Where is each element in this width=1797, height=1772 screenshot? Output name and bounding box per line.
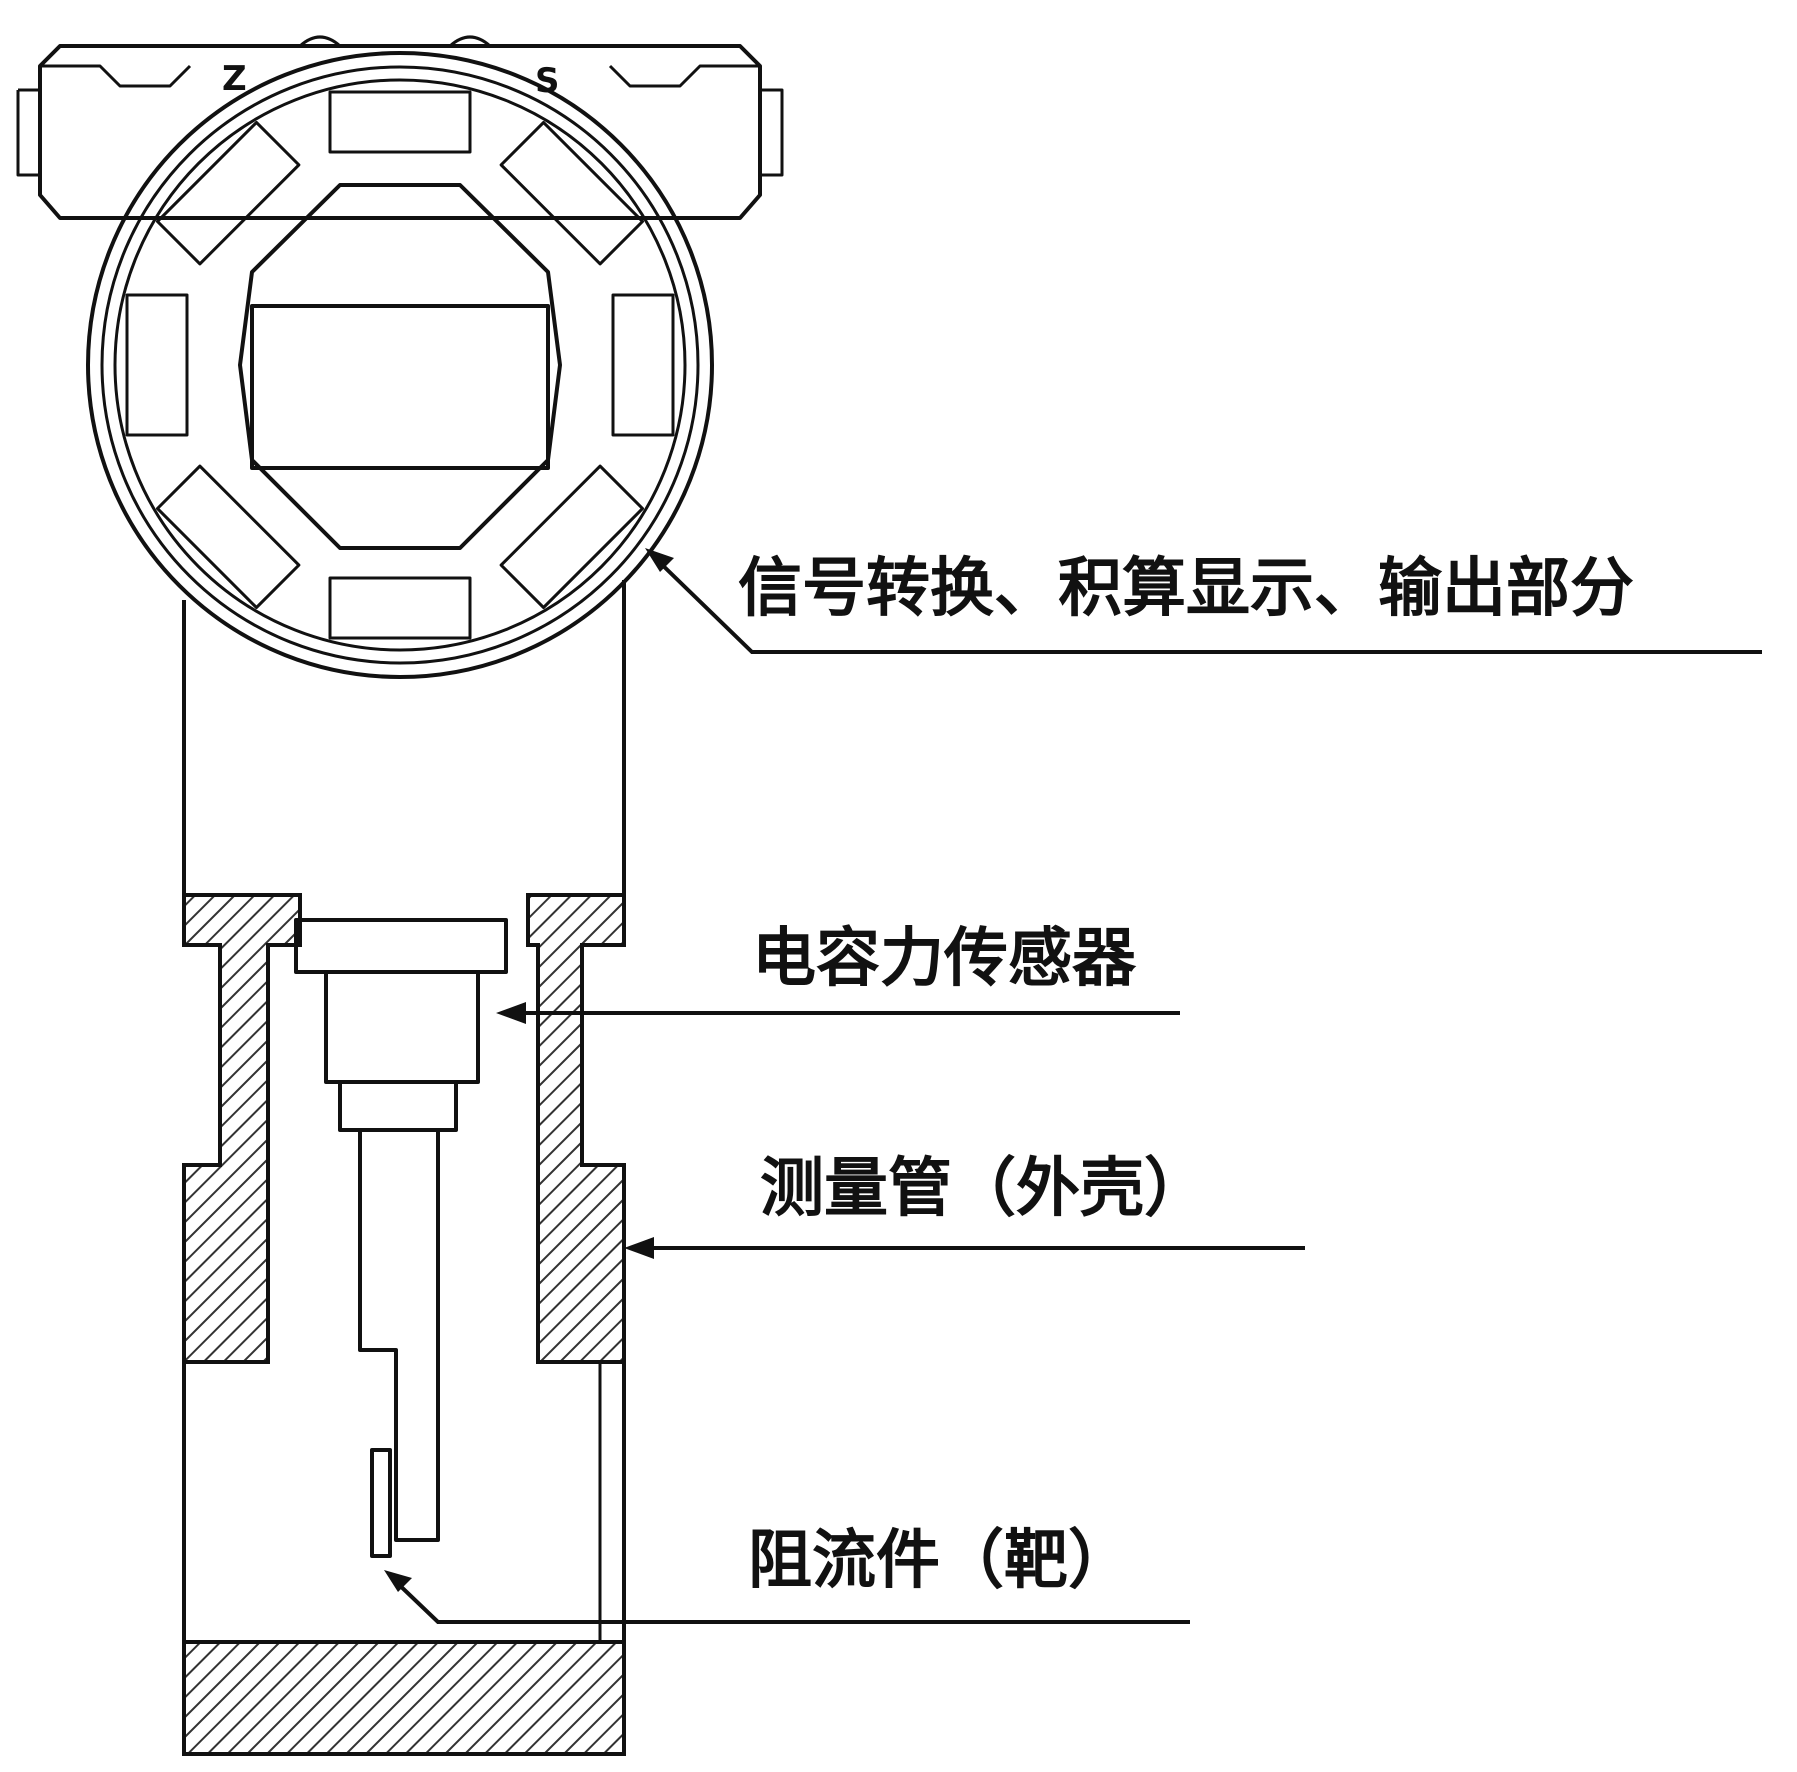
cover-lugs (125, 90, 675, 640)
display-screen (250, 304, 550, 470)
display-head (86, 51, 714, 679)
leader-flow-element (384, 1570, 1190, 1624)
target-plate (370, 1448, 392, 1558)
label-signal-section: 信号转换、积算显示、输出部分 (738, 552, 1634, 626)
leader-signal-section (645, 548, 1762, 654)
label-measuring-tube: 测量管（外壳） (760, 1152, 1208, 1226)
junction-box (16, 35, 784, 220)
label-flow-element: 阻流件（靶） (748, 1524, 1132, 1598)
housing-neck (182, 580, 626, 895)
label-capacitive-sensor: 电容力传感器 (752, 922, 1137, 996)
capacitive-sensor (294, 918, 508, 1542)
leader-capacitive-sensor (496, 1002, 1180, 1024)
terminal-mark-z: Z (222, 59, 247, 99)
measuring-tube-body (182, 893, 626, 1756)
leader-measuring-tube (624, 1237, 1305, 1259)
